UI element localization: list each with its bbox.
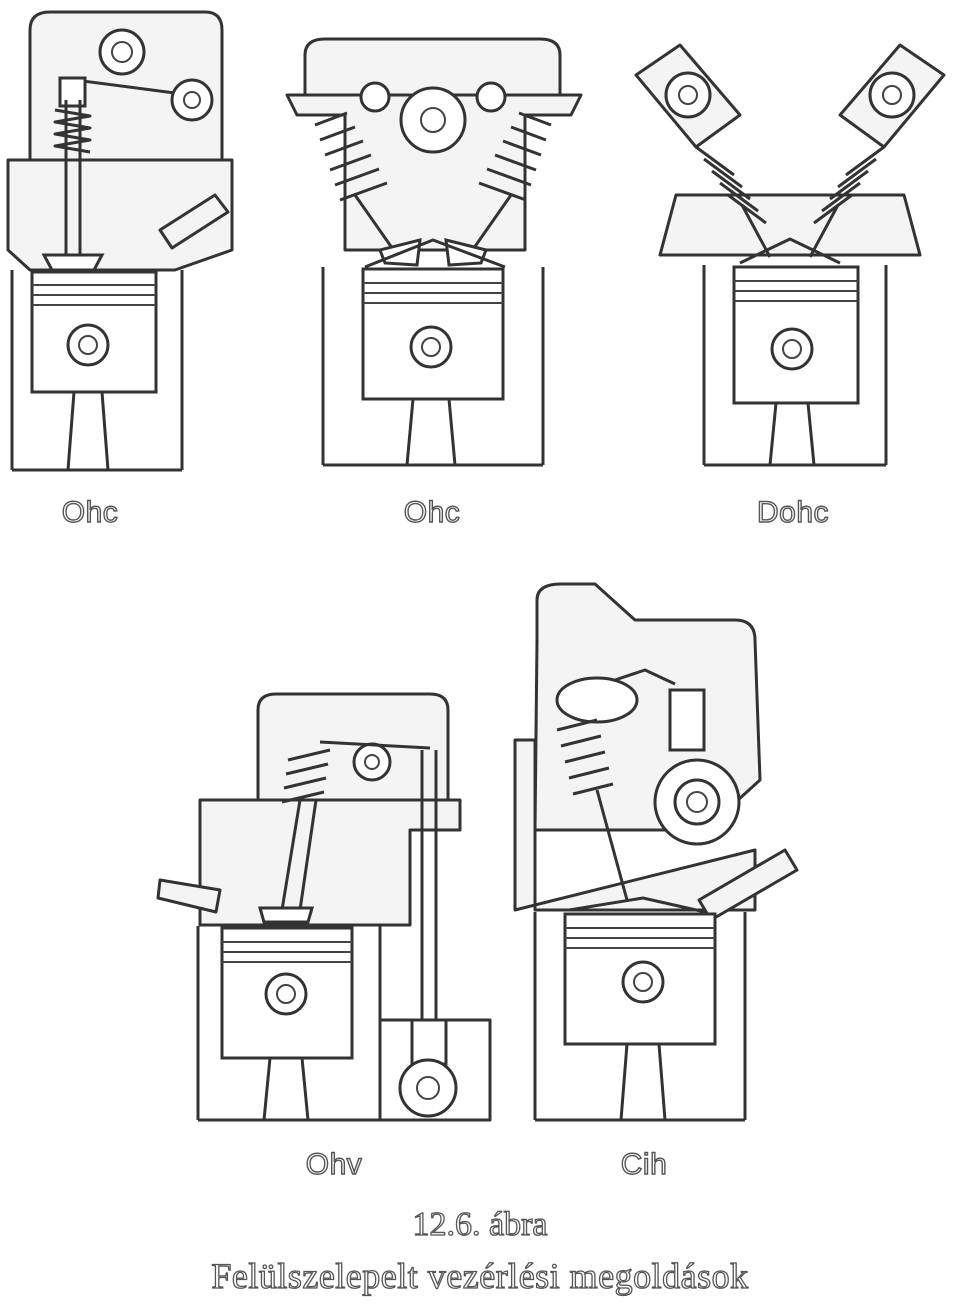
- figure-title: Felülszelepelt vezérlési megoldások: [211, 1255, 749, 1296]
- engine-diagram-cih: [505, 580, 815, 1130]
- diagram-label-cih: Cih: [620, 1147, 668, 1181]
- figure-number: 12.6. ábra: [412, 1205, 548, 1243]
- engine-diagram-ohv: [156, 690, 510, 1130]
- diagram-label-ohc-1: Ohc: [61, 495, 119, 529]
- engine-diagram-dohc: [630, 35, 950, 475]
- diagram-label-ohv: Ohv: [305, 1147, 363, 1181]
- engine-diagram-ohc-twin-rocker: [285, 35, 585, 475]
- diagram-label-ohc-2: Ohc: [403, 495, 461, 529]
- engine-diagram-ohc-rocker: [0, 0, 240, 480]
- diagram-label-dohc: Dohc: [756, 495, 830, 529]
